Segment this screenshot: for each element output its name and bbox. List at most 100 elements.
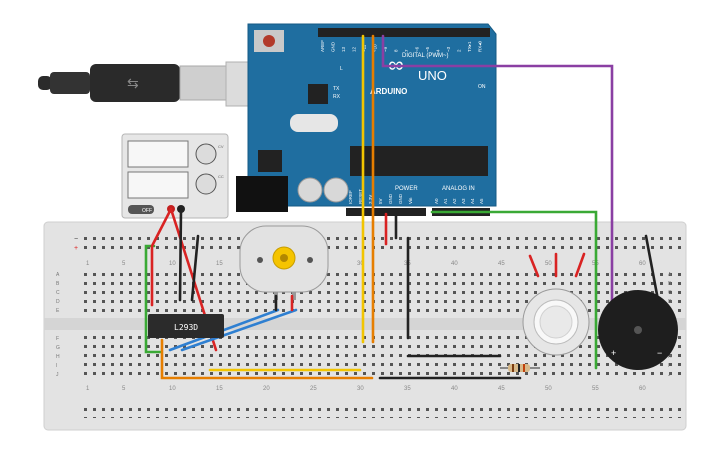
knob1-label: CV xyxy=(218,144,224,149)
digital-pin-label: ~5 xyxy=(425,46,430,52)
row-letter: D xyxy=(668,299,672,305)
column-number: 55 xyxy=(592,386,599,392)
piezo-buzzer[interactable]: + − xyxy=(598,290,678,370)
wire-orange-bottom[interactable] xyxy=(160,338,374,380)
column-number: 60 xyxy=(639,386,646,392)
wire-black-short[interactable] xyxy=(190,234,200,302)
current-display xyxy=(127,171,189,199)
buzzer-minus-label: − xyxy=(657,348,662,358)
arduino-infinity-logo: ∞ xyxy=(388,52,404,77)
analog-pin-label: A1 xyxy=(443,198,448,204)
digital-pin-label: TX▸1 xyxy=(467,41,472,52)
voltage-knob[interactable] xyxy=(195,143,217,165)
power-pin-label: GND xyxy=(388,193,393,204)
power-jack xyxy=(236,176,288,212)
column-number: 15 xyxy=(216,386,223,392)
column-number: 35 xyxy=(404,386,411,392)
l293d-chip[interactable]: L293D xyxy=(148,314,224,338)
resistor[interactable] xyxy=(500,364,540,372)
digital-pin-label: 7 xyxy=(404,49,409,52)
column-number: 1 xyxy=(86,386,90,392)
usb-icon: ⇆ xyxy=(127,75,139,91)
power-supply[interactable]: CV CC OFF xyxy=(121,133,229,219)
row-letter: H xyxy=(56,354,60,360)
column-number: 45 xyxy=(498,261,505,267)
digital-pin-label: 12 xyxy=(352,46,357,52)
column-number: 30 xyxy=(357,386,364,392)
tx-led-label: TX xyxy=(333,86,340,92)
usb-cable[interactable]: ⇆ xyxy=(38,61,263,107)
row-letter: B xyxy=(668,281,672,287)
column-number: 10 xyxy=(169,386,176,392)
wire-red-sensor3[interactable] xyxy=(574,252,586,278)
column-number: 40 xyxy=(451,386,458,392)
column-number: 5 xyxy=(122,261,126,267)
arduino-uno-board[interactable]: ∞ UNO ARDUINO DIGITAL (PWM~) POWER ANALO… xyxy=(236,23,497,216)
column-number: 25 xyxy=(310,386,317,392)
row-letter: H xyxy=(668,354,672,360)
digital-pin-label: 13 xyxy=(341,46,346,52)
column-number: 1 xyxy=(86,261,90,267)
analog-header-label: ANALOG IN xyxy=(442,186,475,192)
wire-purple-buzzer[interactable] xyxy=(381,34,614,354)
buzzer-plus-label: + xyxy=(611,348,616,358)
row-letter: I xyxy=(56,363,57,369)
digital-pin-label: GND xyxy=(331,41,336,52)
wire-blue-motor2[interactable] xyxy=(180,308,298,352)
rail-minus-label: − xyxy=(74,236,78,243)
digital-pin-label: 4 xyxy=(436,49,441,52)
breadboard[interactable]: − + AABBCCDDEEFFGGHHIIJJ 151015202530354… xyxy=(43,221,687,431)
top-power-rail[interactable] xyxy=(82,233,682,249)
power-pin-label: Vin xyxy=(408,197,413,204)
digital-header xyxy=(318,28,490,37)
column-number: 10 xyxy=(169,261,176,267)
wire-red-sensor1[interactable] xyxy=(528,254,540,278)
row-letter: D xyxy=(56,299,60,305)
power-switch[interactable] xyxy=(128,205,154,214)
reset-button[interactable] xyxy=(263,35,275,47)
row-letter: G xyxy=(56,345,60,351)
digital-pin-label: ~3 xyxy=(446,46,451,52)
power-pin-label: RESET xyxy=(358,189,363,204)
bottom-terminal-strip[interactable] xyxy=(82,334,682,379)
row-letter: J xyxy=(668,372,671,378)
power-pin-label: 5V xyxy=(378,198,383,204)
wire-green-rail[interactable] xyxy=(144,244,162,354)
column-number: 50 xyxy=(545,386,552,392)
wire-green-a0[interactable] xyxy=(430,210,598,370)
power-switch-label: OFF xyxy=(142,208,152,214)
rx-led-label: RX xyxy=(333,94,341,100)
top-terminal-strip[interactable] xyxy=(82,270,682,315)
wires xyxy=(144,34,660,380)
current-knob[interactable] xyxy=(195,173,217,195)
dc-motor[interactable] xyxy=(239,225,329,300)
arduino-brand: ARDUINO xyxy=(370,87,407,96)
microcontroller-chip xyxy=(350,146,488,176)
l-led-label: L xyxy=(340,66,343,72)
digital-pin-label: ~11 xyxy=(362,44,367,52)
voltage-display xyxy=(127,140,189,168)
digital-pin-label: ~9 xyxy=(383,46,388,52)
digital-pin-label: ~6 xyxy=(415,46,420,52)
wire-black-supply[interactable] xyxy=(178,207,183,302)
analog-pin-label: A2 xyxy=(452,198,457,204)
column-number: 60 xyxy=(639,261,646,267)
wire-black-buzzer[interactable] xyxy=(644,234,660,302)
gas-sensor[interactable] xyxy=(522,288,590,356)
row-letter: C xyxy=(668,290,672,296)
row-letter: I xyxy=(668,363,669,369)
chip-label: L293D xyxy=(174,323,198,332)
row-letter: B xyxy=(56,281,60,287)
column-number: 20 xyxy=(263,386,270,392)
bottom-power-rail[interactable] xyxy=(82,402,682,418)
column-number: 40 xyxy=(451,261,458,267)
row-letter: A xyxy=(56,272,60,278)
wire-red-supply[interactable] xyxy=(150,207,173,307)
analog-pin-label: A0 xyxy=(434,198,439,204)
power-header xyxy=(346,208,426,216)
